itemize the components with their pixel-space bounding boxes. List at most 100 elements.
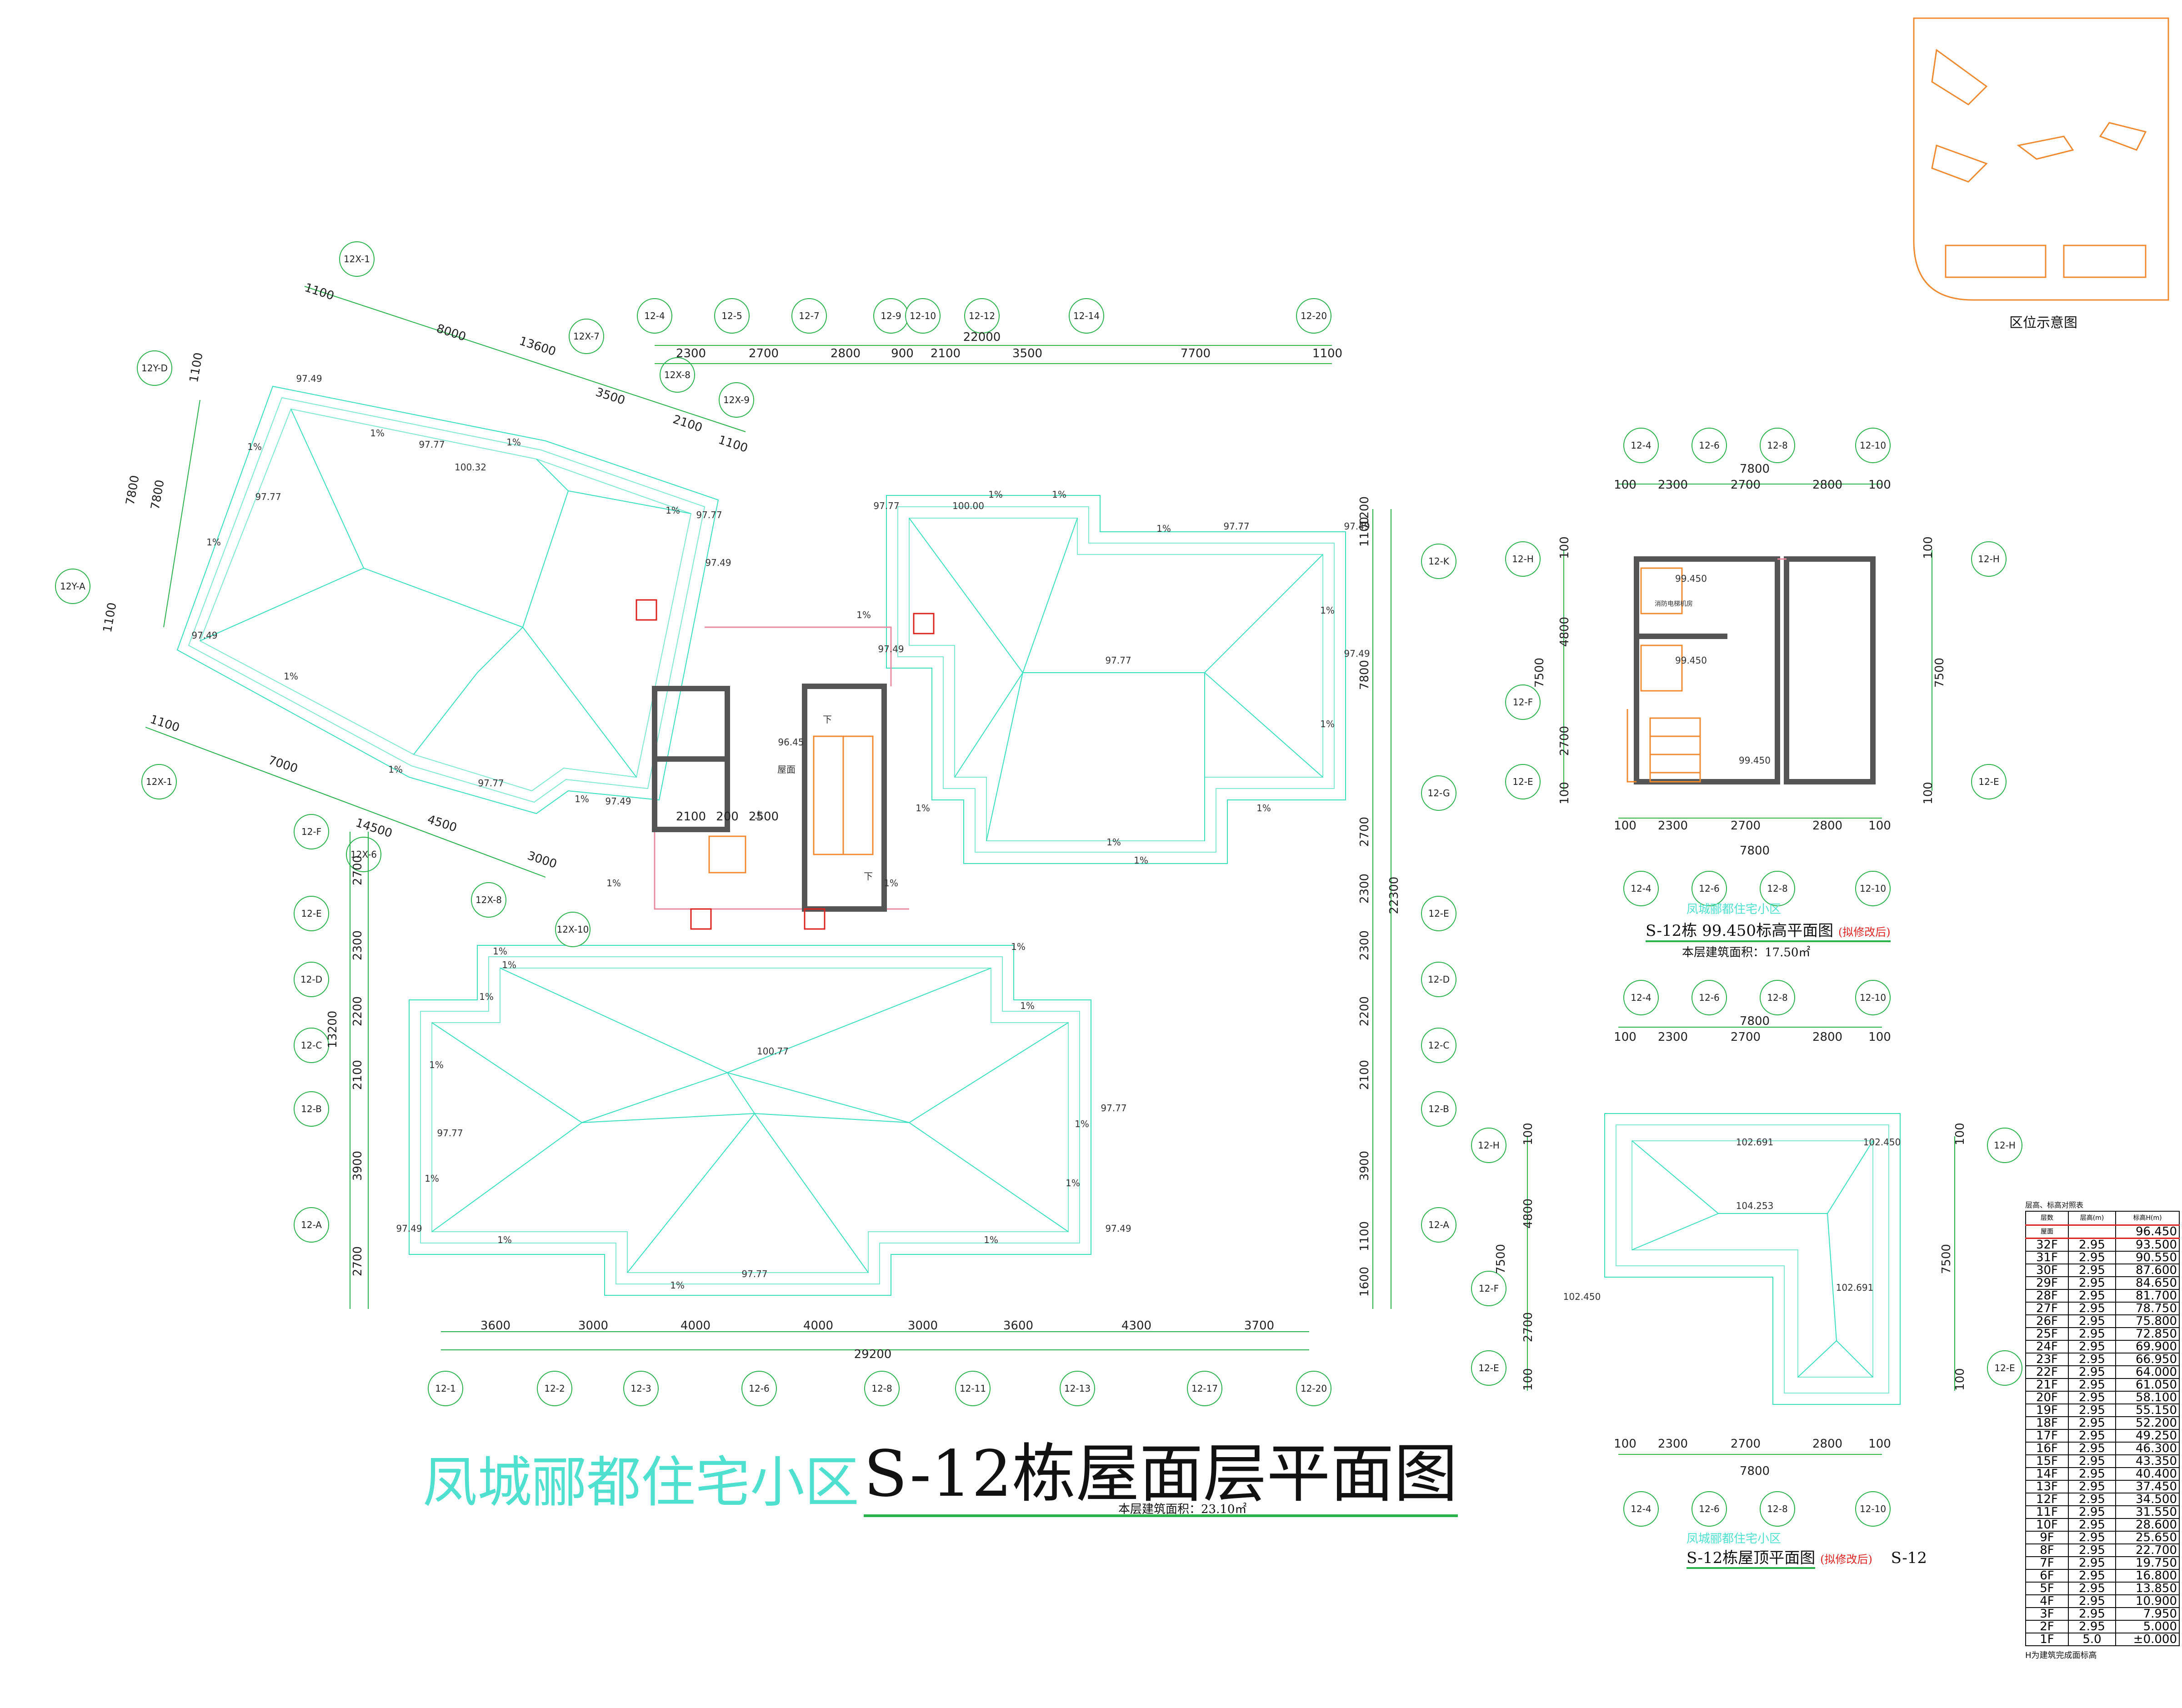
p99-dim-bottom: 2700: [1731, 819, 1761, 833]
elev-cell-height: 2.95: [2068, 1365, 2116, 1379]
elev-cell-level: 10.900: [2115, 1594, 2180, 1608]
axis-label: 12-20: [1301, 1383, 1327, 1394]
axis-circle: [294, 962, 329, 997]
axis-bubble-bottom: 12-8: [864, 1371, 900, 1406]
elev-cell-floor: 1F: [2025, 1633, 2069, 1646]
dim-top: 2300: [676, 347, 706, 360]
axis-label: 12-8: [1767, 440, 1787, 451]
main-title: 凤城郦都住宅小区 S-12栋屋面层平面图: [423, 1423, 1458, 1517]
dim-stair: 200: [716, 810, 739, 824]
slope-label: 1%: [1106, 837, 1121, 848]
dim-stair: 2100: [676, 810, 706, 824]
axis-circle: [1421, 1028, 1456, 1063]
axis-bubble-right: 12-A: [1421, 1207, 1456, 1243]
ptop-axis-bottom: 12-6: [1692, 1491, 1727, 1527]
elev-cell-floor: 4F: [2025, 1594, 2069, 1608]
p99-dim-bottom: 2300: [1658, 819, 1688, 833]
ptop-dim-right: 100: [1953, 1368, 1967, 1391]
axis-bubble-rotated: 12X-9: [719, 382, 754, 418]
p99-axis-top: 12-4: [1623, 428, 1659, 463]
axis-bubble-top: 12-12: [964, 298, 1000, 334]
ptop-elevation: 102.450: [1863, 1137, 1901, 1148]
p99-project: 凤城郦都住宅小区: [1687, 903, 1782, 916]
axis-bubble-rotated: 12X-1: [339, 241, 375, 277]
slope-label: 1%: [284, 671, 298, 682]
slope-label: 1%: [606, 878, 621, 889]
p99-axis-bottom: 12-8: [1760, 871, 1795, 906]
p99-dim-left: 2700: [1558, 726, 1571, 756]
elev-cell-level: 40.400: [2115, 1467, 2180, 1481]
axis-circle: [1623, 871, 1659, 906]
elev-cell-height: 2.95: [2068, 1480, 2116, 1493]
axis-circle: [294, 1028, 329, 1063]
axis-label: 12-10: [910, 310, 936, 321]
elev-cell-level: 16.800: [2115, 1569, 2180, 1583]
ptop-note: (拟修改后): [1820, 1553, 1872, 1566]
axis-circle: [741, 1371, 777, 1406]
axis-circle: [1692, 871, 1727, 906]
axis-bubble-rotated: 12Y-A: [55, 569, 90, 604]
axis-label: 12-F: [301, 826, 321, 837]
slope-label: 1%: [506, 437, 521, 448]
axis-bubble-rotated: 12X-1: [141, 764, 177, 799]
axis-circle: [1855, 1491, 1891, 1527]
ptop-axis-right: 12-H: [1987, 1128, 2022, 1163]
axis-label: 12-H: [1978, 554, 2000, 564]
axis-label: 12-3: [631, 1383, 651, 1394]
ptop-axis-left: 12-E: [1471, 1350, 1506, 1386]
axis-bubble-top: 12-9: [873, 298, 909, 334]
elev-cell-height: 2.95: [2068, 1403, 2116, 1417]
p99-title-text: S-12栋 99.450标高平面图: [1646, 922, 1834, 940]
axis-bubble-rotated: 12X-10: [555, 912, 591, 947]
axis-label: 12-10: [1860, 883, 1886, 894]
ptop-dim-left: 100: [1521, 1368, 1535, 1391]
dim-bottom: 3600: [480, 1319, 510, 1333]
dim-rotated: 1100: [148, 713, 181, 735]
axis-bubble-top: 12-4: [637, 298, 672, 334]
ptop-dim-top: 2700: [1731, 1030, 1761, 1044]
axis-label: 12X-1: [146, 776, 172, 787]
axis-circle: [1760, 871, 1795, 906]
axis-circle: [1692, 428, 1727, 463]
dimension-lines-main: [145, 286, 1391, 1350]
dim-bottom: 3600: [1003, 1319, 1033, 1333]
axis-bubble-left: 12-A: [294, 1207, 329, 1243]
elev-cell-level: 96.450: [2115, 1224, 2180, 1239]
slope-label: 1%: [916, 803, 930, 814]
axis-label: 12-E: [301, 908, 321, 919]
axis-circle: [1421, 775, 1456, 811]
p99-dim-bottom: 100: [1868, 819, 1891, 833]
axis-circle: [1623, 1491, 1659, 1527]
elevation-label: 97.49: [878, 644, 904, 654]
p99-dim-left: 100: [1558, 536, 1571, 559]
axis-label: 12-E: [1478, 1363, 1499, 1373]
elev-cell-floor: 30F: [2025, 1264, 2069, 1277]
stair-down-label: 下: [823, 714, 832, 725]
elev-cell-height: 5.0: [2068, 1633, 2116, 1646]
axis-bubble-right: 12-E: [1421, 896, 1456, 931]
title-project: 凤城郦都住宅小区: [423, 1451, 859, 1514]
dim-left: 2700: [351, 855, 365, 885]
elev-cell-height: 2.95: [2068, 1251, 2116, 1264]
ptop-elevation: 104.253: [1736, 1200, 1774, 1211]
p99-axis-top: 12-10: [1855, 428, 1891, 463]
axis-label: 12-6: [1699, 1503, 1719, 1514]
axis-label: 12-C: [301, 1040, 322, 1051]
ptop-dim-bottom: 2300: [1658, 1437, 1688, 1451]
p99-dim-right: 100: [1922, 536, 1935, 559]
axis-bubble-rotated: 12X-7: [569, 319, 604, 354]
axis-circle: [964, 298, 1000, 334]
slope-label: 1%: [247, 441, 262, 452]
elev-cell-level: 34.500: [2115, 1493, 2180, 1506]
elev-cell-height: 2.95: [2068, 1594, 2116, 1608]
axis-label: 12-8: [1767, 1503, 1787, 1514]
axis-circle: [294, 896, 329, 931]
